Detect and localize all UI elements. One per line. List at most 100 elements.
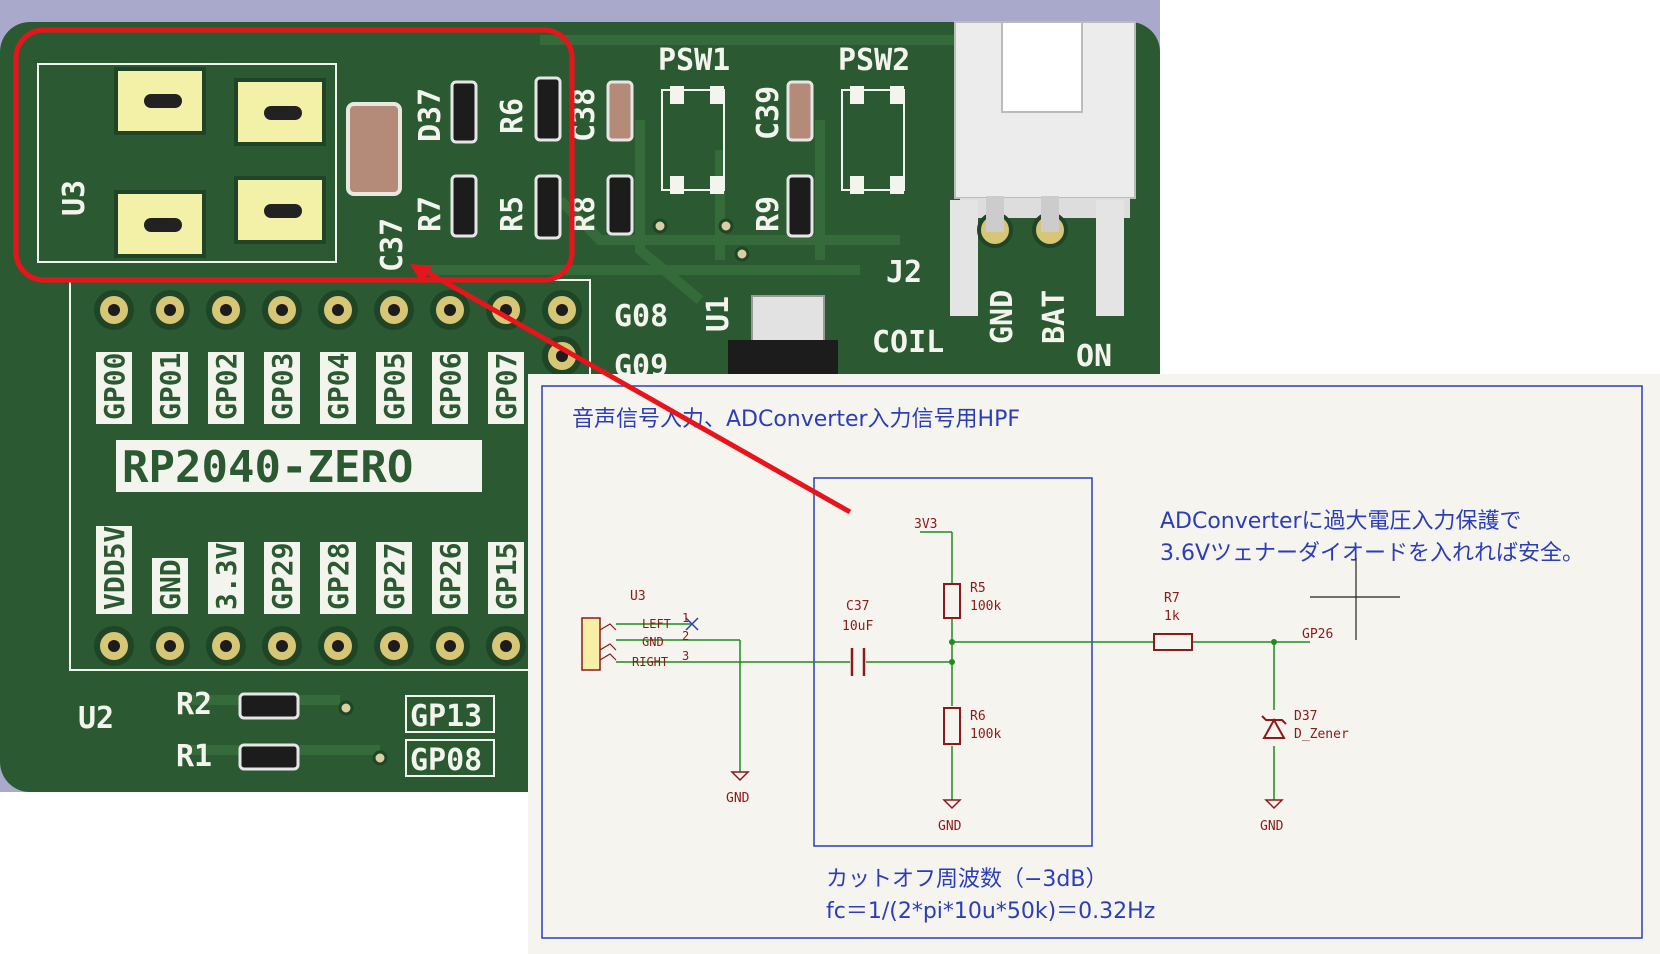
bottom-pin-label-bg: [320, 542, 356, 614]
r6-value: 100k: [970, 727, 1001, 742]
jack-pin2-name: GND: [642, 635, 664, 649]
callout-arrow-line: [418, 265, 852, 515]
silk-gnd: GND: [985, 290, 1020, 344]
psw-outlines: [661, 89, 905, 191]
jack-pin1-num: 1: [682, 611, 689, 625]
silk-gp13: GP13: [410, 699, 482, 734]
top-pin-label-bg: [488, 352, 524, 424]
silk-u3: U3: [57, 180, 92, 216]
bottom-pin-label: GP26: [434, 543, 467, 610]
silk-g08: G08: [614, 299, 668, 334]
top-pin-drill: [220, 304, 232, 316]
note-line1: ADConverterに過大電圧入力保護で: [1160, 509, 1522, 534]
bottom-pin-label-bg: [264, 542, 300, 614]
callout-arrowhead: [410, 264, 432, 284]
top-pin-label: GP00: [98, 353, 131, 420]
bottom-pin-label-bg: [488, 542, 524, 614]
r6-symbol: [943, 707, 961, 745]
bottom-pin-label: 3.3V: [210, 542, 243, 610]
bottom-pin-label-bg: [376, 542, 412, 614]
top-pin-drill: [332, 304, 344, 316]
c37-ref: C37: [846, 599, 869, 614]
bottom-pin-drill: [332, 640, 344, 652]
no-connect-mark: [616, 617, 699, 631]
silk-r1: R1: [176, 739, 212, 774]
silk-coil: COIL: [872, 325, 944, 360]
board-title: RP2040-ZERO: [122, 442, 413, 493]
silk-c39: C39: [751, 86, 786, 140]
bottom-pin-label-bg: [432, 542, 468, 614]
silk-r5: R5: [495, 196, 530, 232]
top-pin-label-bg: [432, 352, 468, 424]
highlight-box: [13, 27, 575, 283]
silk-r7: R7: [413, 196, 448, 232]
bottom-pin-drill: [220, 640, 232, 652]
jack-pin2-num: 2: [682, 629, 689, 643]
top-pin-label: GP01: [154, 353, 187, 420]
r5-value: 100k: [970, 599, 1001, 614]
bottom-pin-label: GP15: [490, 543, 523, 610]
d37-symbol: [1261, 715, 1287, 739]
gnd-label-1: GND: [726, 791, 750, 806]
top-pin-label: GP04: [322, 353, 355, 420]
net-label-gp26: GP26: [1302, 627, 1333, 642]
silk-r2: R2: [176, 687, 212, 722]
top-pin-label: GP07: [490, 353, 523, 420]
silk-c37: C37: [375, 218, 410, 272]
bottom-pin-label: GND: [154, 559, 187, 610]
c37-symbol: [850, 648, 866, 676]
bottom-pin-label-bg: [208, 542, 244, 614]
top-pin-label: GP03: [266, 353, 299, 420]
r6-ref: R6: [970, 709, 986, 724]
bottom-pin-label: GP28: [322, 543, 355, 610]
schematic-title: 音声信号入力、ADConverter入力信号用HPF: [572, 407, 1020, 432]
bottom-pin-drill: [108, 640, 120, 652]
top-pin-label: GP02: [210, 353, 243, 420]
gnd-label-3: GND: [1260, 819, 1284, 834]
jack-pin1-name: LEFT: [642, 617, 671, 631]
silk-j2: J2: [886, 255, 922, 290]
schematic-panel: 音声信号入力、ADConverter入力信号用HPF ADConverterに過…: [528, 374, 1660, 954]
bottom-pin-drill: [444, 640, 456, 652]
vias: [338, 218, 750, 766]
top-pin-label-bg: [376, 352, 412, 424]
jack-ref: U3: [630, 589, 646, 604]
cutoff-line1: カットオフ周波数（−3dB）: [826, 867, 1108, 892]
top-pin-label-bg: [264, 352, 300, 424]
c37-component: [346, 102, 402, 196]
gnd-label-2: GND: [938, 819, 962, 834]
junction-dots: [949, 639, 1277, 665]
u3-footprint: [37, 63, 337, 263]
d37-value: D_Zener: [1294, 727, 1349, 742]
bottom-pin-drill: [276, 640, 288, 652]
top-pin-label: GP06: [434, 353, 467, 420]
top-pin-drill: [556, 304, 568, 316]
board-title-bg: [116, 440, 482, 492]
c37-value: 10uF: [842, 619, 873, 634]
j2-connector: [950, 21, 1136, 316]
psw-pads: [670, 86, 904, 194]
silk-bat: BAT: [1037, 290, 1072, 344]
top-pin-drill: [164, 304, 176, 316]
bottom-pin-label: GP27: [378, 543, 411, 610]
crosshair: [1310, 558, 1400, 640]
jack-pin3-num: 3: [682, 649, 689, 663]
pwr-3v3: 3V3: [914, 517, 937, 532]
silk-u1: U1: [701, 296, 736, 332]
silk-gp08: GP08: [410, 743, 482, 778]
r7-symbol: [1153, 633, 1193, 651]
r7-value: 1k: [1164, 609, 1180, 624]
top-pin-label-bg: [320, 352, 356, 424]
bottom-pin-label: VDD5V: [98, 526, 131, 610]
gnd-symbols: [730, 771, 1284, 810]
cutoff-line2: fc＝1/(2*pi*10u*50k)＝0.32Hz: [826, 899, 1155, 924]
silk-r9: R9: [751, 196, 786, 232]
silk-psw1: PSW1: [658, 43, 730, 78]
r5-symbol: [943, 583, 961, 619]
bottom-pin-label-bg: [152, 558, 188, 614]
silk-on: ON: [1076, 339, 1112, 374]
red-annotation: [13, 27, 852, 515]
silk-u2: U2: [78, 701, 114, 736]
